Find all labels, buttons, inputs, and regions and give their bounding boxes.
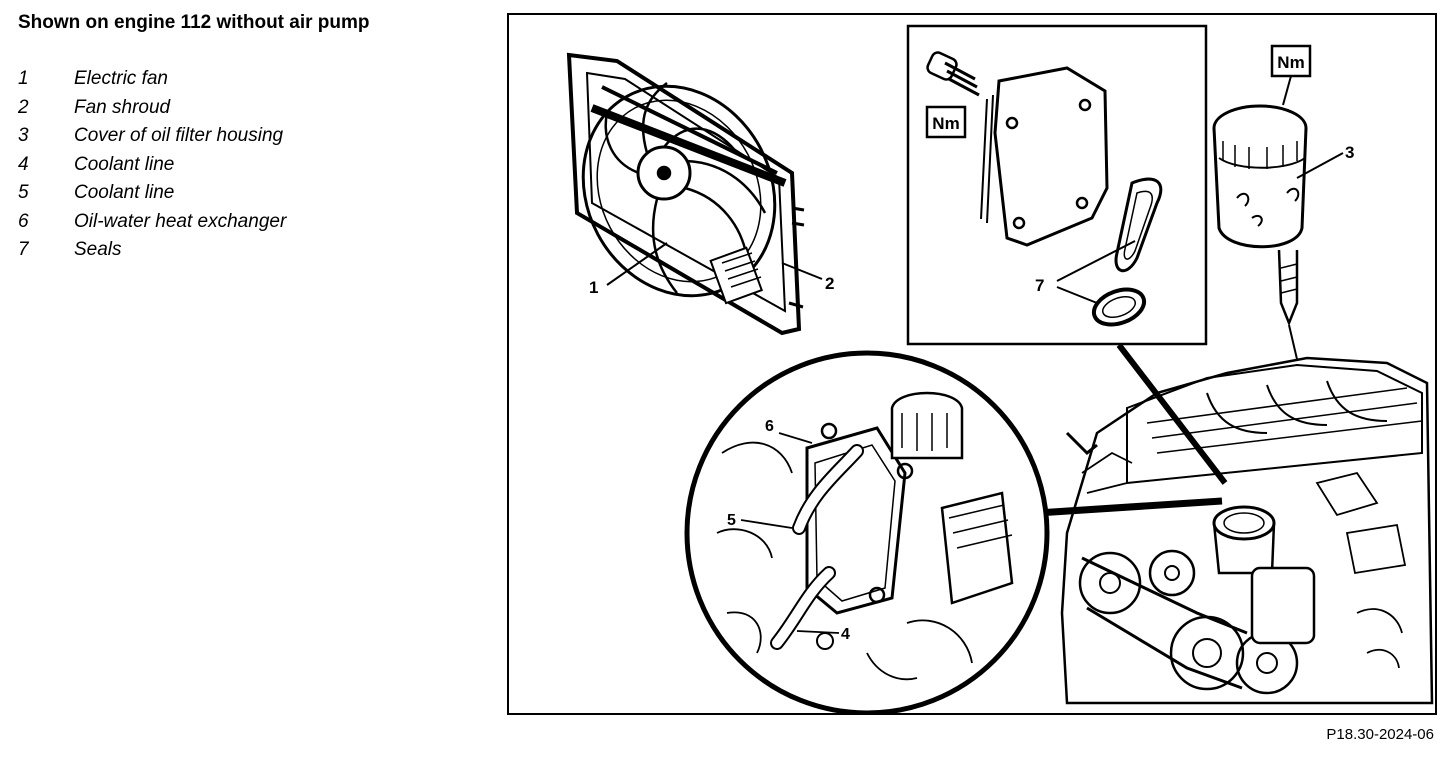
heat-exchanger-illustration [926, 51, 1163, 327]
electric-fan-illustration [566, 52, 805, 336]
callout-1: 1 [589, 278, 598, 297]
leader-line [781, 262, 823, 280]
detail-circle: 6 5 4 [684, 350, 1050, 715]
engine-diagram: 1 2 Nm 7 Nm 3 [507, 13, 1437, 715]
svg-text:Nm: Nm [932, 114, 959, 133]
page-title: Shown on engine 112 without air pump [18, 12, 370, 33]
leader-line [796, 630, 840, 634]
callout-6: 6 [765, 418, 774, 435]
legend-number: 2 [18, 96, 29, 118]
legend-label: Seals [74, 239, 122, 260]
figure-id: P18.30-2024-06 [1326, 726, 1434, 743]
legend-number: 4 [18, 153, 29, 175]
legend-label: Coolant line [74, 182, 175, 203]
leader-line [1296, 152, 1344, 179]
torque-label: Nm [925, 105, 967, 139]
leader-line [740, 519, 793, 529]
leader-line [1282, 75, 1292, 106]
bolt-icon [926, 51, 980, 97]
legend-label: Fan shroud [74, 96, 171, 118]
leader-line [778, 432, 813, 444]
legend-label: Cover of oil filter housing [74, 125, 284, 146]
callout-2: 2 [825, 274, 834, 293]
torque-label: Nm [1270, 44, 1312, 78]
leader-line [1056, 286, 1098, 304]
legend-label: Coolant line [74, 153, 175, 175]
legend-number: 6 [18, 210, 29, 232]
legend-number: 7 [18, 239, 29, 260]
detail-connector [1036, 497, 1223, 517]
callout-5: 5 [727, 512, 736, 529]
callout-7: 7 [1035, 276, 1044, 295]
svg-text:Nm: Nm [1277, 53, 1304, 72]
legend-number: 3 [18, 125, 29, 146]
legend-number: 1 [18, 68, 29, 89]
engine-illustration [1060, 356, 1434, 705]
legend-number: 5 [18, 182, 29, 203]
inset-connector [1116, 343, 1228, 485]
callout-4: 4 [841, 626, 850, 643]
legend-label: Electric fan [74, 68, 168, 89]
leader-line [606, 242, 668, 286]
figure-frame [507, 13, 1437, 715]
legend-label: Oil-water heat exchanger [74, 210, 287, 232]
oil-filter-cover-illustration [1212, 104, 1308, 327]
callout-3: 3 [1345, 143, 1354, 162]
leader-line [1056, 240, 1136, 282]
detail-illustration [716, 391, 1014, 681]
